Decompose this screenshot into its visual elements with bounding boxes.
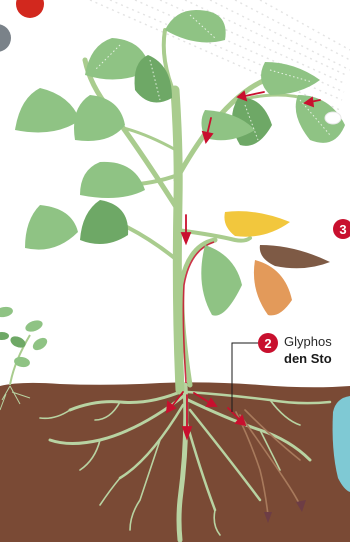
spray-droplet-red: [16, 0, 44, 18]
callout-2-line1: Glyphos: [284, 333, 332, 350]
callout-number-2: 2: [258, 333, 278, 353]
spray-droplet-on-leaf: [325, 112, 341, 124]
callout-2-text: Glyphos den Sto: [284, 333, 332, 367]
soil: [0, 382, 350, 542]
spray-droplet-grey: [0, 24, 11, 52]
callout-number-3: 3: [333, 219, 350, 239]
callout-2-line2: den Sto: [284, 350, 332, 367]
